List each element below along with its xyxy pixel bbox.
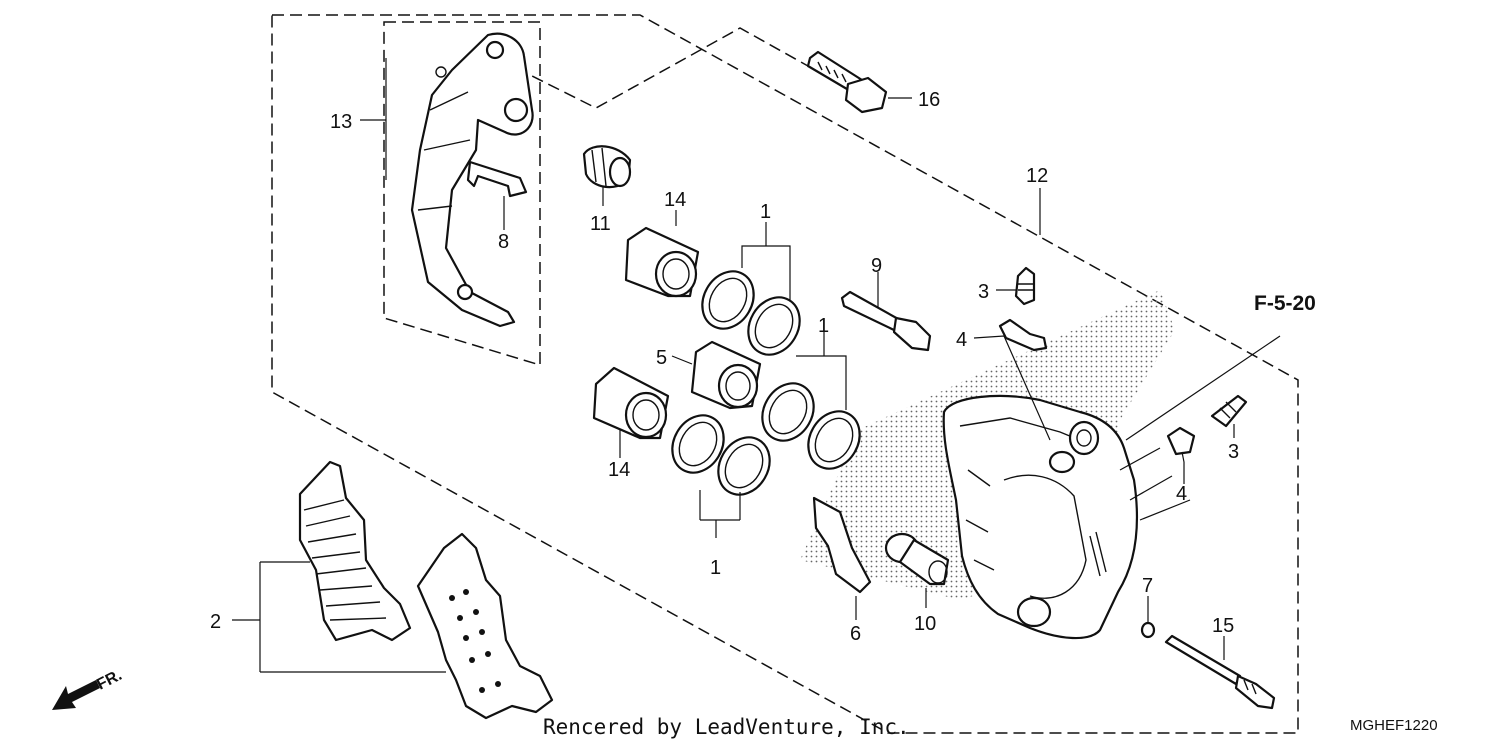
brake-pad-front bbox=[416, 532, 554, 720]
callout-16: 16 bbox=[918, 89, 940, 111]
reference-label: F-5-20 bbox=[1254, 292, 1316, 315]
pad-spring bbox=[812, 496, 872, 594]
callout-1-middle: 1 bbox=[818, 315, 829, 337]
diagram-code: MGHEF1220 bbox=[1350, 717, 1438, 734]
washer bbox=[1140, 621, 1156, 639]
front-direction-indicator: FR. bbox=[52, 667, 125, 710]
pad-pin bbox=[840, 290, 932, 352]
callout-4-lower: 4 bbox=[1176, 483, 1187, 505]
piston-middle bbox=[690, 340, 762, 410]
seal-set bbox=[671, 270, 861, 496]
piston-upper bbox=[624, 226, 700, 298]
callout-3-lower: 3 bbox=[1228, 441, 1239, 463]
callout-13: 13 bbox=[330, 111, 352, 133]
front-direction-label: FR. bbox=[94, 667, 125, 694]
caliper-body bbox=[942, 394, 1139, 640]
bleeder-cap-lower bbox=[1166, 426, 1196, 456]
callout-11: 11 bbox=[590, 213, 611, 235]
callout-15: 15 bbox=[1212, 615, 1234, 637]
bolt-dash-line bbox=[499, 27, 809, 109]
caliper-bracket bbox=[410, 32, 534, 328]
long-pin bbox=[1164, 634, 1276, 710]
bracket-outline bbox=[383, 21, 541, 367]
caliper-plug bbox=[884, 532, 950, 586]
callout-2: 2 bbox=[210, 611, 221, 633]
callout-4-upper: 4 bbox=[956, 329, 967, 351]
brake-pad-rear bbox=[298, 460, 412, 642]
assembly-outline bbox=[271, 14, 1299, 734]
bleeder-upper bbox=[1014, 266, 1036, 306]
callout-1-lower: 1 bbox=[710, 557, 721, 579]
pad-clip bbox=[466, 160, 528, 198]
callout-8: 8 bbox=[498, 231, 509, 253]
callout-5: 5 bbox=[656, 347, 667, 369]
piston-lower bbox=[592, 366, 670, 440]
callout-3-upper: 3 bbox=[978, 281, 989, 303]
callout-10: 10 bbox=[914, 613, 936, 635]
callout-6: 6 bbox=[850, 623, 861, 645]
callout-7: 7 bbox=[1142, 575, 1153, 597]
bleeder-lower bbox=[1210, 394, 1248, 428]
boot-seal bbox=[582, 145, 632, 189]
callout-14-lower: 14 bbox=[608, 459, 630, 481]
mounting-bolt bbox=[806, 50, 888, 114]
leader-lines bbox=[232, 58, 1281, 673]
callout-9: 9 bbox=[871, 255, 882, 277]
callout-1-upper: 1 bbox=[760, 201, 771, 223]
front-arrow-icon bbox=[52, 680, 100, 710]
callout-12: 12 bbox=[1026, 165, 1048, 187]
callout-14-upper: 14 bbox=[664, 189, 686, 211]
render-credit: Rencered by LeadVenture, Inc. bbox=[543, 715, 910, 739]
bleeder-cap-upper bbox=[998, 318, 1048, 352]
